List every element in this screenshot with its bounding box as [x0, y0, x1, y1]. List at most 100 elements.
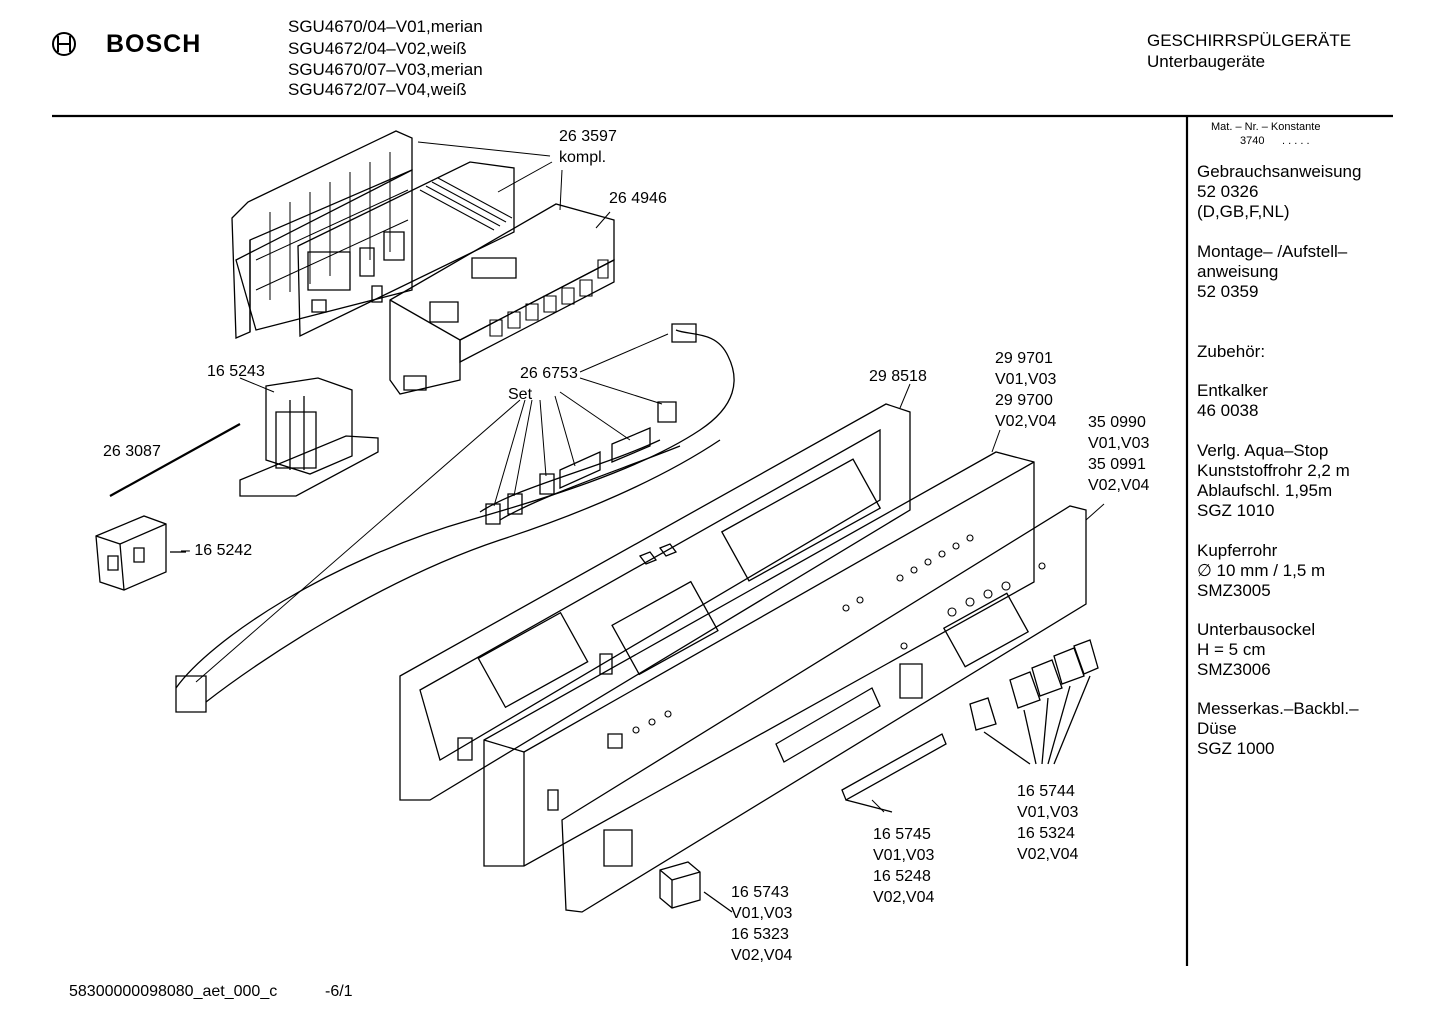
frame-298518	[400, 404, 910, 800]
part-label-line: 35 0991	[1088, 456, 1146, 473]
sidebar-line: SMZ3005	[1197, 581, 1271, 600]
label-165243: 16 5243	[207, 363, 265, 380]
leader-266753-e	[560, 392, 630, 440]
panel-350990	[562, 506, 1086, 912]
sidebar-block-descaler: Entkalker 46 0038	[1197, 381, 1268, 421]
sidebar-line: H = 5 cm	[1197, 640, 1266, 659]
part-label-line: kompl.	[559, 149, 607, 166]
part-label-line: 16 5248	[873, 868, 931, 885]
sidebar-line: Verlg. Aqua–Stop	[1197, 441, 1329, 460]
model-line-2: SGU4672/04–V02,weiß	[288, 39, 467, 58]
sidebar-line: 52 0359	[1197, 282, 1259, 301]
sidebar-line: SGZ 1010	[1197, 501, 1275, 520]
model-line-3: SGU4670/07–V03,merian	[288, 60, 483, 79]
page-number: -6/1	[325, 983, 353, 1000]
brand-name: BOSCH	[106, 30, 202, 58]
label-350990: 35 0990 V01,V03 35 0991 V02,V04	[1088, 412, 1149, 496]
label-165743: 16 5743 V01,V03 16 5323 V02,V04	[731, 882, 792, 966]
mat-nr-dots: . . . . .	[1282, 135, 1310, 147]
model-line-4: SGU4672/07–V04,weiß	[288, 80, 467, 99]
sidebar-line: anweisung	[1197, 262, 1279, 281]
sidebar-line: 46 0038	[1197, 401, 1259, 420]
leader-263597-b	[498, 162, 552, 192]
label-165744: 16 5744 V01,V03 16 5324 V02,V04	[1017, 781, 1078, 865]
sidebar-block-copper-pipe: Kupferrohr ∅ 10 mm / 1,5 m SMZ3005	[1197, 541, 1325, 601]
label-298518: 29 8518	[869, 368, 927, 385]
leader-266753-h	[196, 400, 520, 682]
part-label-line: 35 0990	[1088, 414, 1146, 431]
part-label-line: V01,V03	[731, 905, 793, 922]
part-label-line: 16 5324	[1017, 825, 1075, 842]
leader-266753-b	[514, 400, 532, 496]
sidebar-block-nozzle: Messerkas.–Backbl.– Düse SGZ 1000	[1197, 699, 1359, 759]
sidebar-line: Gebrauchsanweisung	[1197, 162, 1362, 181]
sidebar-block-accessories-heading: Zubehör:	[1197, 342, 1265, 362]
sidebar-line: Messerkas.–Backbl.–	[1197, 699, 1359, 718]
mat-nr-value: 3740	[1240, 135, 1265, 147]
part-label-line: 16 5323	[731, 926, 789, 943]
label-266753: 26 6753 Set	[508, 363, 578, 405]
leader-266753-f	[580, 378, 662, 404]
sidebar-block-manual: Gebrauchsanweisung 52 0326 (D,GB,F,NL)	[1197, 162, 1361, 222]
sidebar-block-installation: Montage– /Aufstell– anweisung 52 0359	[1197, 242, 1347, 302]
mat-nr-label: Mat. – Nr. – Konstante	[1211, 121, 1321, 133]
bracket-165243	[240, 378, 378, 496]
buttons-165744	[970, 640, 1098, 764]
label-165745: 16 5745 V01,V03 16 5248 V02,V04	[873, 824, 934, 908]
document-id: 58300000098080_aet_000_c	[69, 983, 278, 1000]
leader-263597-c	[560, 170, 562, 210]
part-label-line: V02,V04	[731, 947, 793, 964]
leader-165243	[240, 378, 274, 392]
leader-165745	[872, 800, 884, 812]
sidebar-line: Kupferrohr	[1197, 541, 1278, 560]
sidebar-block-plinth: Unterbausockel H = 5 cm SMZ3006	[1197, 620, 1315, 680]
sidebar-line: Kunststoffrohr 2,2 m	[1197, 461, 1350, 480]
part-label-line: 29 9700	[995, 392, 1053, 409]
leader-264946	[596, 212, 610, 228]
part-label-line: V02,V04	[995, 413, 1057, 430]
sidebar-line: ∅ 10 mm / 1,5 m	[1197, 561, 1326, 580]
leader-266753-d	[555, 396, 575, 466]
leader-298518	[900, 384, 910, 408]
label-263087: 26 3087	[103, 443, 161, 460]
strip-165745	[842, 734, 946, 812]
rod-263087	[110, 424, 240, 496]
part-label-line: 26 3597	[559, 128, 617, 145]
part-label-line: 16 5743	[731, 884, 789, 901]
sidebar-line: Ablaufschl. 1,95m	[1197, 481, 1333, 500]
leader-266753-g	[580, 334, 668, 372]
part-label-line: 26 6753	[520, 365, 578, 382]
leader-266753-c	[540, 400, 546, 476]
control-module-263597	[232, 131, 514, 338]
bosch-logo-icon	[53, 33, 75, 55]
part-label-line: 16 5744	[1017, 783, 1075, 800]
subcategory-title: Unterbaugeräte	[1147, 52, 1266, 71]
wiring-harness-266753	[176, 324, 734, 712]
part-label-line: V01,V03	[995, 371, 1057, 388]
sidebar-line: Zubehör:	[1197, 342, 1266, 361]
sidebar-line: 52 0326	[1197, 182, 1259, 201]
leader-299701	[992, 430, 1000, 452]
part-label-line: V01,V03	[1088, 435, 1150, 452]
switch-165242	[96, 516, 186, 590]
leader-266753-a	[494, 400, 525, 506]
leader-263597-a	[418, 142, 550, 156]
label-263597: 26 3597 kompl.	[559, 126, 617, 168]
category-title: GESCHIRRSPÜLGERÄTE	[1147, 31, 1352, 50]
sidebar-line: Düse	[1197, 719, 1237, 738]
sidebar-line: SMZ3006	[1197, 660, 1271, 679]
model-line-1: SGU4670/04–V01,merian	[288, 17, 483, 36]
sidebar-line: SGZ 1000	[1197, 739, 1275, 758]
label-264946: 26 4946	[609, 190, 667, 207]
sidebar-line: Entkalker	[1197, 381, 1268, 400]
part-label-line: V02,V04	[1017, 846, 1079, 863]
sidebar-block-aquastop: Verlg. Aqua–Stop Kunststoffrohr 2,2 m Ab…	[1197, 441, 1350, 521]
sidebar-line: (D,GB,F,NL)	[1197, 202, 1290, 221]
panel-299701	[484, 452, 1034, 866]
label-299701: 29 9701 V01,V03 29 9700 V02,V04	[995, 348, 1056, 432]
part-label-line: V01,V03	[873, 847, 935, 864]
sidebar-line: Montage– /Aufstell–	[1197, 242, 1348, 261]
part-label-line: Set	[508, 386, 533, 403]
